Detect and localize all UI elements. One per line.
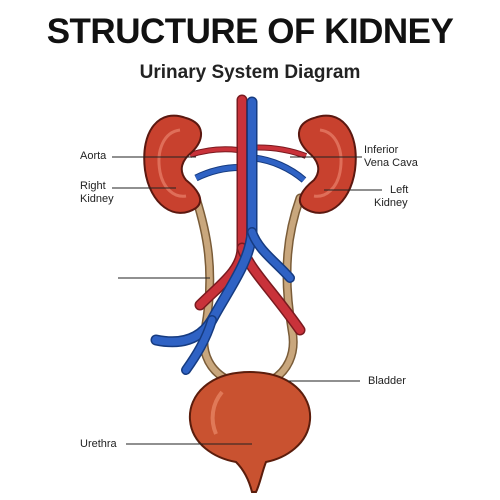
bladder-label: Bladder	[368, 375, 406, 387]
right-kidney-label: Right Kidney	[80, 180, 114, 205]
aorta-label: Aorta	[80, 150, 107, 162]
left-kidney	[298, 114, 357, 214]
right-kidney	[143, 114, 202, 214]
inferior-vena-cava-label: Inferior Vena Cava	[364, 144, 418, 169]
inferior-vena-cava	[150, 96, 295, 375]
urethra-label: Urethra	[80, 438, 117, 450]
page-subtitle: Urinary System Diagram	[139, 62, 361, 83]
leader-lines	[112, 156, 382, 445]
left-kidney-label: Left Kidney	[374, 184, 409, 209]
bladder	[188, 370, 312, 493]
page-title: STRUCTURE OF KIDNEY	[46, 12, 454, 51]
